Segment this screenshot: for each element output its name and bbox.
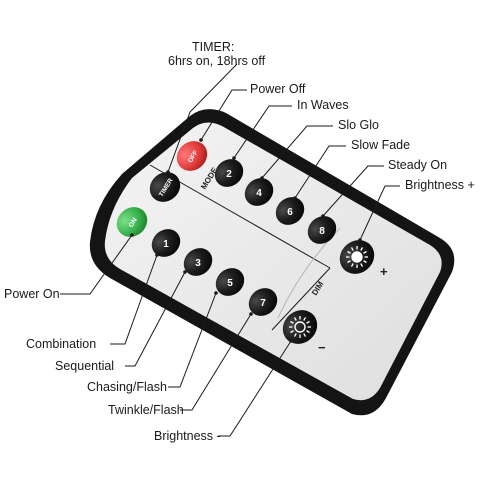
brightness-plus-button[interactable] xyxy=(333,233,381,281)
svg-text:2: 2 xyxy=(226,169,232,180)
sun-filled-icon xyxy=(346,246,368,268)
svg-text:5: 5 xyxy=(227,278,233,289)
face-divider xyxy=(149,164,331,331)
button-6[interactable]: 6 xyxy=(270,191,310,230)
label-sequential: Sequential xyxy=(55,359,114,373)
button-7[interactable]: 7 xyxy=(243,282,283,321)
svg-text:1: 1 xyxy=(163,239,169,250)
svg-text:7: 7 xyxy=(260,298,266,309)
label-brightness-minus: Brightness - xyxy=(154,429,221,443)
svg-text:ON: ON xyxy=(128,217,139,229)
timer-button[interactable]: TIMER xyxy=(144,166,187,208)
sun-outline-icon xyxy=(289,316,311,338)
label-combination: Combination xyxy=(26,337,96,351)
brightness-minus-button[interactable] xyxy=(276,303,324,351)
label-steady-on: Steady On xyxy=(388,158,447,172)
label-slo-glo: Slo Glo xyxy=(338,118,379,132)
label-timer-line1: TIMER: xyxy=(192,40,234,54)
button-2[interactable]: 2 xyxy=(209,153,249,192)
button-4[interactable]: 4 xyxy=(239,172,279,211)
label-slow-fade: Slow Fade xyxy=(351,138,410,152)
minus-sign: − xyxy=(318,340,326,355)
off-button[interactable]: OFF xyxy=(171,135,214,177)
leader-lines xyxy=(60,63,400,437)
button-1[interactable]: 1 xyxy=(146,223,186,262)
label-brightness-plus: Brightness + xyxy=(405,178,475,192)
svg-text:3: 3 xyxy=(195,258,201,269)
label-chasing-flash: Chasing/Flash xyxy=(87,380,167,394)
remote-body xyxy=(89,109,455,416)
plus-sign: + xyxy=(380,264,388,279)
button-8[interactable]: 8 xyxy=(302,210,342,249)
label-power-off: Power Off xyxy=(250,82,306,96)
label-in-waves: In Waves xyxy=(297,98,349,112)
label-twinkle-flash: Twinkle/Flash xyxy=(108,403,184,417)
label-power-on: Power On xyxy=(4,287,60,301)
label-timer-line2: 6hrs on, 18hrs off xyxy=(168,54,266,68)
svg-text:4: 4 xyxy=(256,188,262,199)
svg-text:8: 8 xyxy=(319,226,325,237)
remote-face xyxy=(104,122,442,401)
button-3[interactable]: 3 xyxy=(178,242,218,281)
button-5[interactable]: 5 xyxy=(210,262,250,301)
on-button[interactable]: ON xyxy=(111,201,154,243)
svg-text:6: 6 xyxy=(287,207,293,218)
